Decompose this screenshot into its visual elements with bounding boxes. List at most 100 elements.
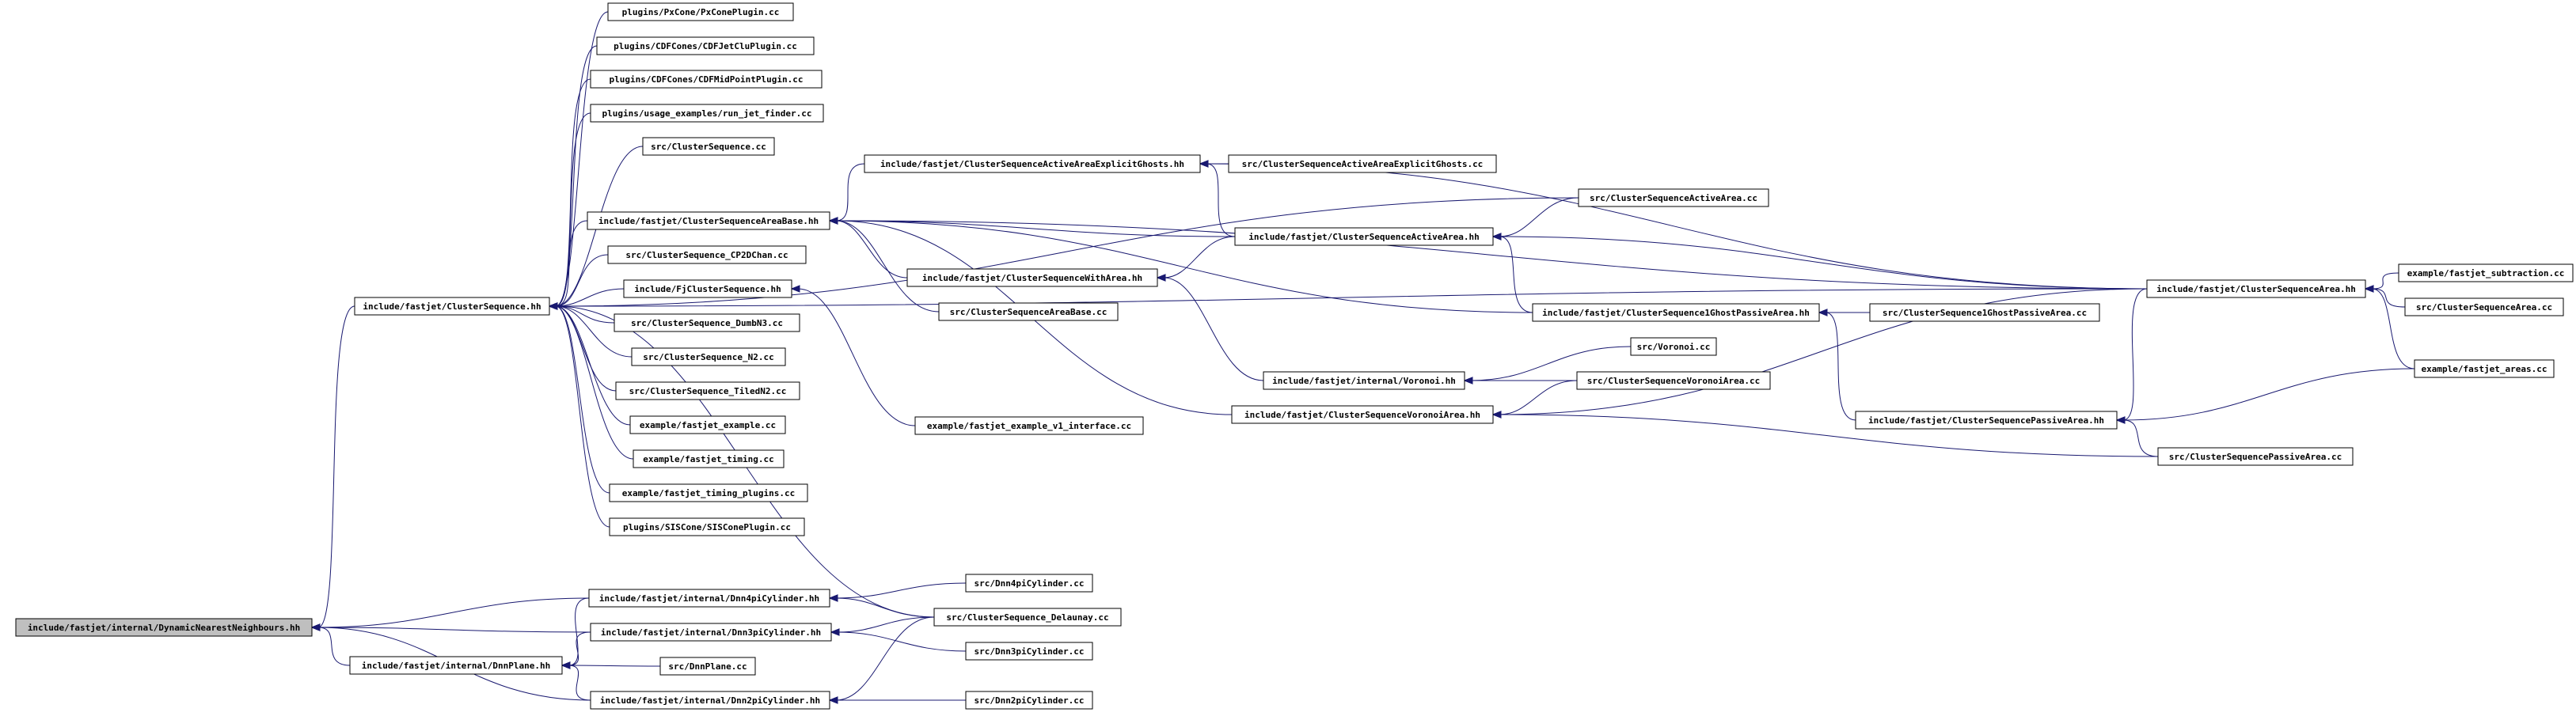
edge-csab_hh-to-cs_hh — [555, 220, 588, 307]
node-csaa-hh[interactable]: include/fastjet/ClusterSequenceActiveAre… — [1234, 227, 1494, 246]
node-cs-dumbn3[interactable]: src/ClusterSequence_DumbN3.cc — [614, 313, 800, 332]
edge-cs1gpa_hh-to-csaa_hh — [1499, 236, 1533, 313]
node-ex-fj-box — [629, 415, 786, 434]
node-csarea-hh[interactable]: include/fastjet/ClusterSequenceArea.hh — [2146, 279, 2366, 298]
node-cs-delaunay[interactable]: src/ClusterSequence_Delaunay.cc — [933, 608, 1122, 627]
edge-voronoi_cc-to-voronoi_hh — [1470, 346, 1632, 381]
node-root-box — [15, 618, 313, 637]
edge-cs_dumbn3-to-cs_hh — [555, 305, 615, 324]
arrowhead-csarea_hh-to-csaaeg_hh — [1199, 160, 1209, 168]
node-csva-cc-box — [1576, 371, 1771, 390]
node-csva-cc[interactable]: src/ClusterSequenceVoronoiArea.cc — [1576, 371, 1771, 390]
edge-csaa_hh-to-csab_hh — [835, 220, 1236, 237]
node-dnn4pi-cc-label: src/Dnn4piCylinder.cc — [974, 578, 1084, 589]
node-ex-areas-box — [2414, 359, 2555, 378]
node-pxcone-box — [607, 2, 794, 21]
node-csaaeg-cc[interactable]: src/ClusterSequenceActiveAreaExplicitGho… — [1228, 154, 1497, 173]
node-cdfjetclu-box — [596, 36, 815, 55]
file-nodes: include/fastjet/internal/DynamicNearestN… — [15, 2, 2574, 710]
node-cdfjetclu-label: plugins/CDFCones/CDFJetCluPlugin.cc — [614, 41, 797, 51]
edge-dnn4pi_hh-to-root — [317, 597, 590, 628]
node-dnn4pi-cc[interactable]: src/Dnn4piCylinder.cc — [965, 574, 1093, 593]
node-cs-cp2d[interactable]: src/ClusterSequence_CP2DChan.cc — [607, 245, 807, 264]
node-dnnplane-cc[interactable]: src/DnnPlane.cc — [659, 657, 756, 676]
node-cs-cc-label: src/ClusterSequence.cc — [651, 142, 766, 152]
node-dnn3pi-hh[interactable]: include/fastjet/internal/Dnn3piCylinder.… — [590, 623, 832, 642]
node-csaa-hh-box — [1234, 227, 1494, 246]
node-ex-v1-box — [914, 416, 1144, 435]
node-cspa-hh[interactable]: include/fastjet/ClusterSequencePassiveAr… — [1855, 411, 2118, 430]
node-csab-hh-box — [587, 211, 830, 230]
node-voronoi-cc[interactable]: src/Voronoi.cc — [1630, 337, 1717, 356]
node-ex-fj[interactable]: example/fastjet_example.cc — [629, 415, 786, 434]
node-cs-dumbn3-label: src/ClusterSequence_DumbN3.cc — [631, 318, 783, 328]
node-csab-cc[interactable]: src/ClusterSequenceAreaBase.cc — [938, 302, 1119, 321]
node-voronoi-hh[interactable]: include/fastjet/internal/Voronoi.hh — [1263, 371, 1465, 390]
edge-siscone-to-cs_hh — [555, 305, 610, 528]
edge-csarea_cc-to-csarea_hh — [2371, 288, 2406, 308]
node-runjetfinder[interactable]: plugins/usage_examples/run_jet_finder.cc — [590, 104, 824, 123]
edge-csaa_cc-to-cs_hh — [555, 197, 1579, 307]
node-cs-n2[interactable]: src/ClusterSequence_N2.cc — [631, 347, 786, 366]
node-cs1gpa-hh[interactable]: include/fastjet/ClusterSequence1GhostPas… — [1532, 303, 1820, 322]
node-cs1gpa-hh-box — [1532, 303, 1820, 322]
node-cs-cp2d-label: src/ClusterSequence_CP2DChan.cc — [625, 250, 788, 260]
node-fjcs-hh[interactable]: include/FjClusterSequence.hh — [623, 279, 792, 298]
node-csva-hh-label: include/fastjet/ClusterSequenceVoronoiAr… — [1244, 410, 1480, 420]
node-cdfjetclu[interactable]: plugins/CDFCones/CDFJetCluPlugin.cc — [596, 36, 815, 55]
node-dnn4pi-hh[interactable]: include/fastjet/internal/Dnn4piCylinder.… — [588, 589, 830, 608]
node-csaa-cc[interactable]: src/ClusterSequenceActiveArea.cc — [1578, 188, 1769, 207]
edge-dnnplane_cc-to-dnnplane_hh — [568, 665, 661, 667]
node-csarea-hh-label: include/fastjet/ClusterSequenceArea.hh — [2156, 284, 2356, 294]
node-siscone-box — [609, 517, 805, 536]
node-cdfmidpoint-label: plugins/CDFCones/CDFMidPointPlugin.cc — [609, 74, 803, 85]
node-ex-areas[interactable]: example/fastjet_areas.cc — [2414, 359, 2555, 378]
node-cdfmidpoint[interactable]: plugins/CDFCones/CDFMidPointPlugin.cc — [590, 70, 823, 89]
node-cs-delaunay-label: src/ClusterSequence_Delaunay.cc — [946, 612, 1108, 623]
node-cs-hh[interactable]: include/fastjet/ClusterSequence.hh — [354, 297, 550, 316]
node-cs-cc[interactable]: src/ClusterSequence.cc — [642, 137, 775, 156]
node-csva-hh[interactable]: include/fastjet/ClusterSequenceVoronoiAr… — [1231, 405, 1494, 424]
node-voronoi-hh-box — [1263, 371, 1465, 390]
node-cswa-hh[interactable]: include/fastjet/ClusterSequenceWithArea.… — [906, 268, 1158, 287]
edge-cs_hh-to-root — [317, 305, 355, 628]
node-ex-areas-label: example/fastjet_areas.cc — [2422, 364, 2548, 374]
node-dnnplane-hh[interactable]: include/fastjet/internal/DnnPlane.hh — [349, 656, 563, 675]
node-ex-timing-plugins[interactable]: example/fastjet_timing_plugins.cc — [609, 483, 808, 502]
node-csaaeg-hh-label: include/fastjet/ClusterSequenceActiveAre… — [880, 159, 1184, 169]
node-csaa-cc-box — [1578, 188, 1769, 207]
node-csarea-cc[interactable]: src/ClusterSequenceArea.cc — [2404, 297, 2564, 316]
node-dnn2pi-cc[interactable]: src/Dnn2piCylinder.cc — [965, 691, 1093, 710]
node-cs-tiledn2[interactable]: src/ClusterSequence_TiledN2.cc — [615, 381, 800, 400]
node-csab-cc-box — [938, 302, 1119, 321]
node-csab-hh[interactable]: include/fastjet/ClusterSequenceAreaBase.… — [587, 211, 830, 230]
edge-ex_timing_plugins-to-cs_hh — [555, 305, 610, 494]
node-ex-sub[interactable]: example/fastjet_subtraction.cc — [2398, 263, 2574, 282]
node-root[interactable]: include/fastjet/internal/DynamicNearestN… — [15, 618, 313, 637]
node-dnn3pi-cc-label: src/Dnn3piCylinder.cc — [974, 646, 1084, 657]
node-siscone[interactable]: plugins/SISCone/SISConePlugin.cc — [609, 517, 805, 536]
arrowhead-dnn2pi_hh-to-root — [310, 623, 321, 631]
arrowhead-ex_areas-to-cspa_hh — [2115, 416, 2126, 424]
node-cspa-cc[interactable]: src/ClusterSequencePassiveArea.cc — [2157, 447, 2354, 466]
node-pxcone[interactable]: plugins/PxCone/PxConePlugin.cc — [607, 2, 794, 21]
node-ex-v1[interactable]: example/fastjet_example_v1_interface.cc — [914, 416, 1144, 435]
node-ex-timing[interactable]: example/fastjet_timing.cc — [633, 449, 785, 468]
edge-csarea_hh-to-csab_hh — [835, 220, 2148, 290]
node-cs1gpa-cc[interactable]: src/ClusterSequence1GhostPassiveArea.cc — [1869, 303, 2100, 322]
node-dnnplane-hh-box — [349, 656, 563, 675]
node-cs1gpa-hh-label: include/fastjet/ClusterSequence1GhostPas… — [1542, 308, 1810, 318]
node-cs-cp2d-box — [607, 245, 807, 264]
node-csaaeg-hh[interactable]: include/fastjet/ClusterSequenceActiveAre… — [864, 154, 1201, 173]
edge-dnnplane_hh-to-root — [317, 627, 351, 666]
node-cs1gpa-cc-label: src/ClusterSequence1GhostPassiveArea.cc — [1883, 308, 2087, 318]
node-dnn3pi-cc[interactable]: src/Dnn3piCylinder.cc — [965, 642, 1093, 661]
node-dnn2pi-hh[interactable]: include/fastjet/internal/Dnn2piCylinder.… — [590, 691, 830, 710]
node-cs-tiledn2-box — [615, 381, 800, 400]
edge-csarea_hh-to-cs_hh — [555, 288, 2148, 307]
arrowhead-dnnplane_cc-to-dnnplane_hh — [560, 661, 571, 669]
arrowhead-csarea_hh-to-csab_hh — [828, 217, 838, 225]
node-csaa-hh-label: include/fastjet/ClusterSequenceActiveAre… — [1248, 232, 1479, 242]
edge-cs_n2-to-cs_hh — [555, 305, 633, 358]
node-cs-dumbn3-box — [614, 313, 800, 332]
